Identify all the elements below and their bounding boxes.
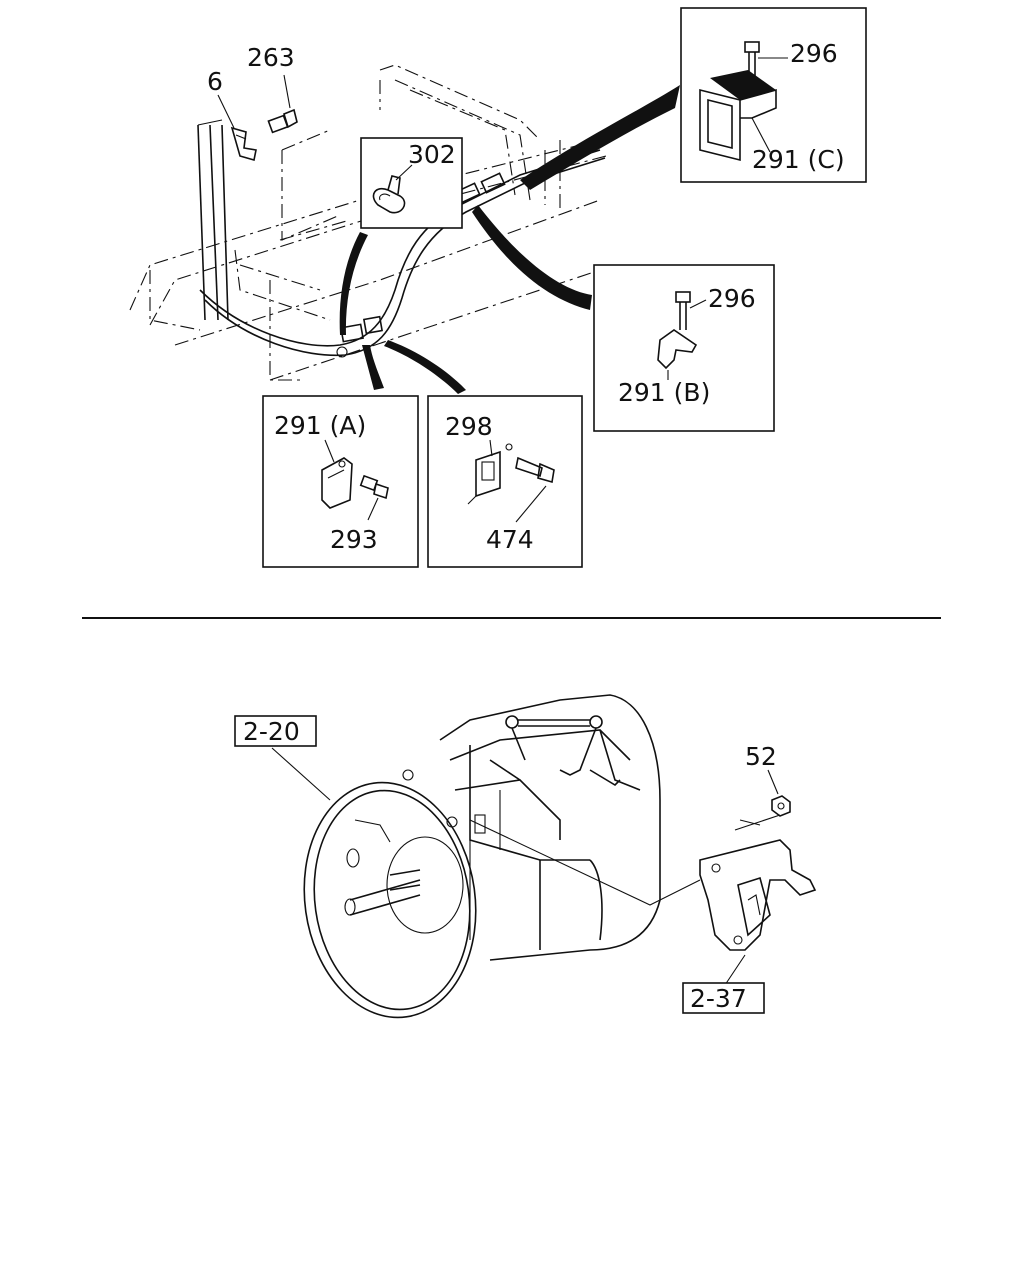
label-302: 302 (408, 140, 456, 169)
mount-bracket-drawing (469, 814, 817, 986)
nut-52-drawing (767, 769, 791, 817)
label-296-b: 296 (708, 284, 756, 313)
bolt-263-drawing (267, 74, 298, 134)
label-291-a: 291 (A) (274, 411, 366, 440)
label-263: 263 (247, 43, 295, 72)
label-2-37: 2-37 (690, 984, 747, 1013)
label-296-c: 296 (790, 39, 838, 68)
chassis-frame-drawing (129, 64, 611, 381)
clip-6-drawing (217, 94, 257, 162)
label-2-20: 2-20 (243, 717, 300, 746)
label-52: 52 (745, 742, 777, 771)
label-293: 293 (330, 525, 378, 554)
callout-leaders (339, 85, 680, 394)
detail-box-291c (680, 7, 867, 183)
label-291-b: 291 (B) (618, 378, 710, 407)
detail-box-298 (427, 395, 583, 568)
transmission-drawing (271, 694, 661, 1019)
label-6: 6 (207, 67, 223, 96)
ref-box-2-37 (682, 982, 765, 1014)
label-298: 298 (445, 412, 493, 441)
detail-box-291b (593, 264, 775, 432)
ref-box-2-20 (234, 715, 317, 747)
detail-box-291a (262, 395, 419, 568)
brake-pipe (199, 149, 606, 357)
label-474: 474 (486, 525, 534, 554)
detail-box-302 (360, 137, 463, 229)
label-291-c: 291 (C) (752, 145, 845, 174)
